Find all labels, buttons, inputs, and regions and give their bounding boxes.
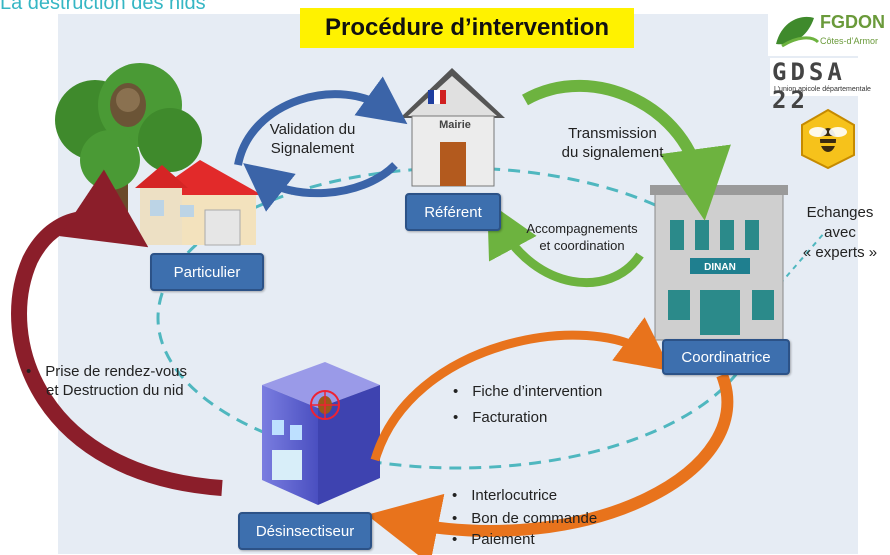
fgdon-logo-text: FGDON bbox=[820, 12, 885, 32]
label-referent: Référent bbox=[405, 193, 501, 231]
arrow-orange-upper bbox=[370, 317, 672, 462]
bullet-interlocutrice: •Interlocutrice bbox=[452, 487, 558, 504]
syndicat-logo bbox=[800, 108, 856, 170]
mairie-sign: Mairie bbox=[439, 119, 471, 131]
gdsa-logo: GDSA 22 L’union apicole départementale bbox=[770, 58, 888, 114]
bee-icon bbox=[809, 127, 847, 152]
mairie-building-icon: Mairie bbox=[400, 68, 505, 187]
desinsectiseur-building-icon bbox=[262, 362, 380, 505]
fgdon-leaf-icon bbox=[776, 16, 820, 48]
label-particulier: Particulier bbox=[150, 253, 264, 291]
office-building-icon: DINAN bbox=[650, 185, 788, 341]
page-title: Procédure d’intervention bbox=[300, 8, 634, 48]
tree-icon bbox=[55, 63, 202, 220]
gdsa-logo-text: GDSA 22 bbox=[772, 58, 846, 114]
arrow-validation-lower bbox=[243, 162, 398, 212]
house-icon bbox=[135, 160, 262, 246]
flow-prise-rdv-text: •Prise de rendez-vous et Destruction du … bbox=[26, 363, 188, 399]
fgdon-logo-subtext: Côtes-d’Armor bbox=[820, 36, 879, 46]
dinan-sign: DINAN bbox=[704, 262, 736, 273]
gdsa-logo-subtext: L’union apicole départementale bbox=[774, 86, 871, 93]
arrow-validation-upper bbox=[234, 76, 408, 166]
slide-header: La destruction des nids bbox=[0, 0, 206, 14]
bullet-paiement: •Paiement bbox=[452, 531, 535, 548]
arrow-accompagnement bbox=[487, 201, 644, 288]
fgdon-logo: FGDON Côtes-d’Armor bbox=[768, 6, 888, 56]
arrow-prise-rdv bbox=[11, 169, 223, 496]
dashed-link-experts bbox=[779, 231, 826, 285]
arrow-orange-lower bbox=[366, 372, 734, 555]
arrow-transmission bbox=[522, 79, 731, 221]
bullet-facturation: •Facturation bbox=[453, 409, 548, 426]
label-desinsectiseur: Désinsectiseur bbox=[238, 512, 372, 550]
label-coordinatrice: Coordinatrice bbox=[662, 339, 790, 375]
bullet-bon-de-commande: •Bon de commande bbox=[452, 510, 598, 527]
bullet-fiche-intervention: •Fiche d’intervention bbox=[453, 383, 603, 400]
